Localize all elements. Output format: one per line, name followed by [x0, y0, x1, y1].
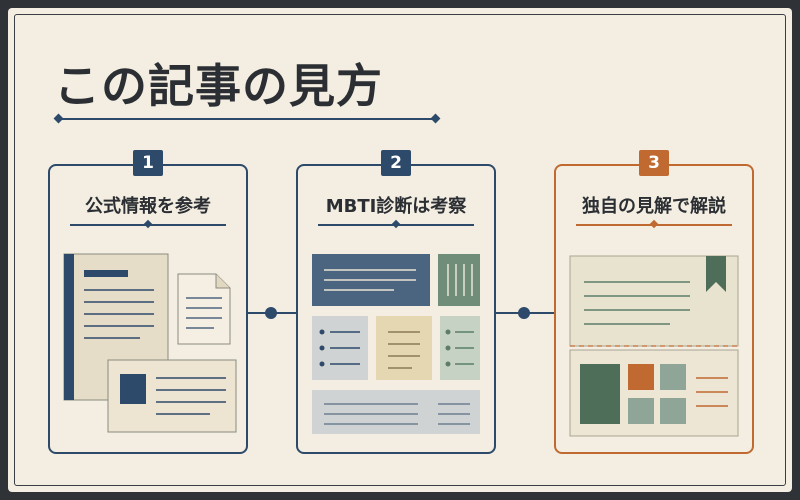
bookmark-article-icon	[569, 255, 739, 437]
connector-2-3	[494, 307, 554, 319]
step-number-badge: 3	[639, 150, 669, 176]
connector-1-2-dot	[265, 307, 277, 319]
layout-grid-icon	[312, 254, 480, 434]
infographic-frame: この記事の見方 1 公式情報を参考	[8, 8, 792, 492]
step-label: 独自の見解で解説	[582, 196, 726, 217]
connector-2-3-dot	[518, 307, 530, 319]
step-number-badge: 2	[381, 150, 411, 176]
step-panel-3: 3 独自の見解で解説	[554, 150, 754, 454]
page-title: この記事の見方	[54, 59, 383, 113]
step-panel-2: 2 MBTI診断は考察	[296, 150, 496, 454]
frame-border	[14, 14, 786, 486]
step-panel-1: 1 公式情報を参考	[48, 150, 248, 454]
connector-1-2	[246, 307, 296, 319]
documents-icon	[63, 253, 237, 433]
title-underline	[58, 118, 436, 120]
step-label: 公式情報を参考	[85, 196, 211, 217]
step-number-badge: 1	[133, 150, 163, 176]
step-label: MBTI診断は考察	[325, 196, 467, 217]
